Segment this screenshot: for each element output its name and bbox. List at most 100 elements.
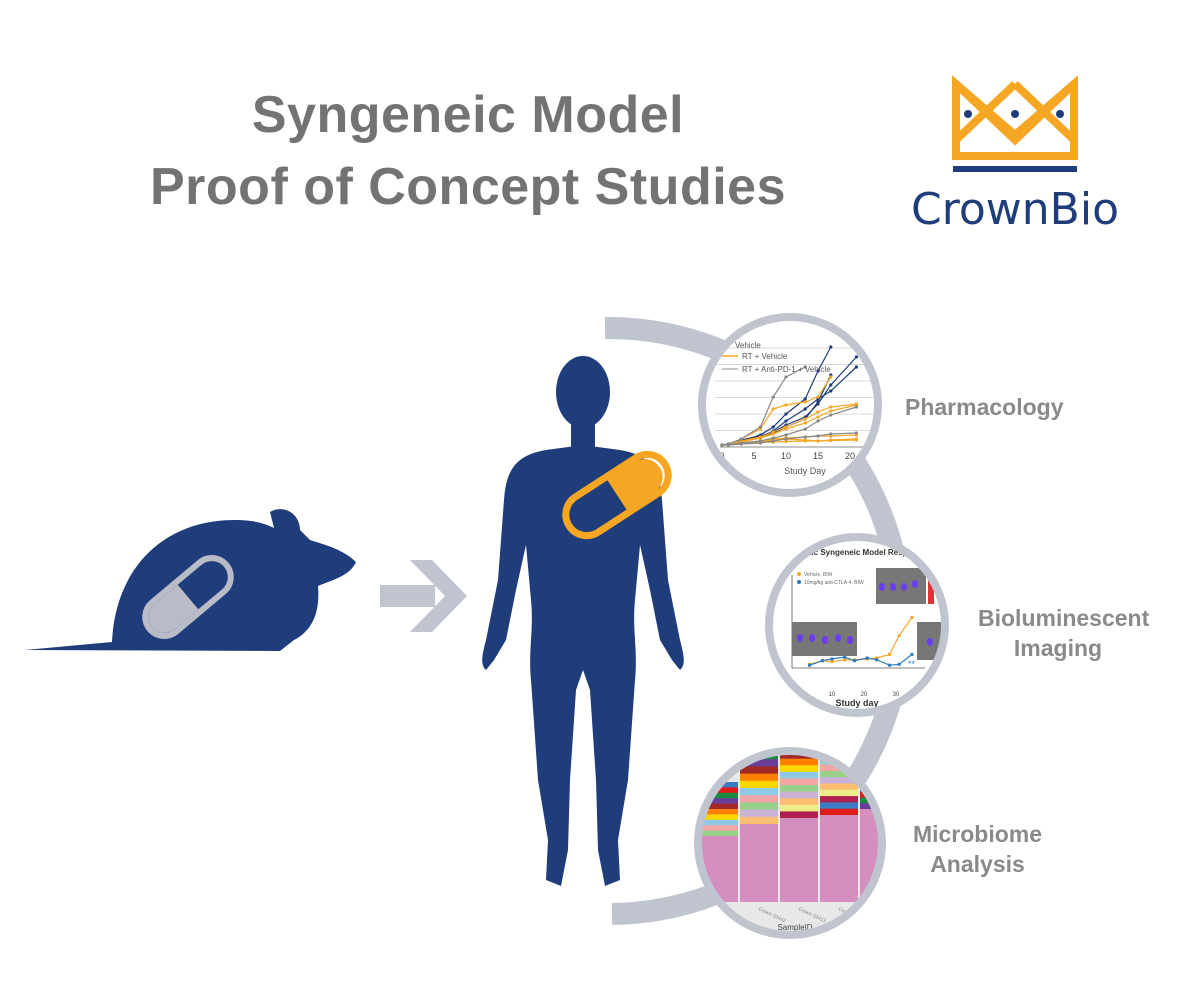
stack-segment: [860, 797, 880, 804]
stack-segment: [700, 819, 738, 826]
series-line: [721, 403, 857, 446]
data-point: [739, 442, 743, 446]
data-point: [771, 407, 775, 411]
stack-segment: [700, 803, 738, 810]
label-line-1: Microbiome: [912, 821, 1043, 847]
micro-xlabel: SampleID: [777, 923, 812, 932]
data-point: [897, 634, 901, 637]
data-point: [830, 660, 834, 664]
stack-segment: [820, 802, 858, 810]
step-label-microbiome-analysis: Microbiome Analysis: [900, 819, 1055, 879]
data-point: [771, 436, 775, 440]
series-line: [722, 432, 857, 446]
bioluminescence-spot: [822, 636, 828, 644]
data-point: [875, 658, 879, 662]
data-point: [784, 403, 788, 407]
data-point: [854, 355, 859, 359]
data-point: [910, 616, 914, 619]
data-point: [829, 438, 833, 443]
crownbio-logo: CrownBio: [911, 75, 1119, 235]
data-point: [771, 430, 775, 434]
data-point: [808, 663, 812, 667]
stack-segment: [820, 815, 858, 902]
stack-segment: [780, 771, 818, 779]
data-point: [816, 395, 820, 399]
bio-chart-title: -luc Syngeneic Model Response: [804, 548, 927, 557]
title-line-1: Syngeneic Model: [251, 86, 685, 144]
stack-segment: [700, 798, 738, 805]
step-label-bioluminescent-imaging: Bioluminescent Imaging: [978, 603, 1150, 663]
data-point: [910, 652, 914, 656]
bioluminescence-chart-thumbnail: -luc Syngeneic Model Response Vehicle, B…: [765, 533, 949, 717]
step-label-pharmacology: Pharmacology: [905, 394, 1064, 420]
stack-segment: [780, 778, 818, 786]
stack-segment: [900, 785, 940, 792]
x-tick-label: 10: [829, 692, 836, 698]
mouse-pill-icon: [142, 555, 234, 639]
data-point: [726, 443, 731, 447]
stack-segment: [740, 816, 778, 825]
pharm-legend: Vehicle RT + Vehicle RT + Anti-PD-1 + Ve…: [722, 341, 831, 374]
data-point: [897, 662, 901, 666]
data-point: [784, 425, 788, 429]
data-point: [829, 405, 833, 409]
bioluminescence-spot: [890, 583, 896, 591]
bioluminescence-spot: [879, 583, 885, 591]
data-point: [803, 365, 807, 369]
data-point: [803, 421, 807, 425]
data-point: [758, 441, 763, 445]
data-point: [784, 419, 788, 423]
data-point: [854, 365, 859, 369]
x-tick-label: 30: [893, 692, 900, 698]
data-point: [816, 419, 820, 423]
data-point: [771, 439, 775, 443]
legend-label: Vehicle, BIW: [804, 572, 833, 578]
stack-segment: [700, 809, 738, 815]
stack-segment: [780, 785, 818, 793]
data-point: [771, 395, 775, 399]
data-point: [865, 656, 869, 660]
data-point: [830, 657, 834, 661]
legend-label: 10mg/kg anti-CTLA-4, BIW: [804, 580, 864, 586]
data-point: [852, 659, 856, 663]
bioluminescence-spot: [835, 634, 841, 642]
series-line: [721, 406, 857, 446]
stack-segment: [740, 802, 778, 811]
arrow-right-icon: [380, 560, 467, 632]
x-tick-label: 5: [751, 451, 756, 461]
data-point: [803, 397, 807, 401]
data-point: [803, 407, 807, 411]
data-point: [875, 656, 879, 660]
data-point: [784, 375, 788, 379]
data-point: [888, 663, 892, 667]
stack-segment: [900, 765, 940, 772]
label-line-1: Bioluminescent: [978, 605, 1150, 631]
stack-segment: [740, 780, 778, 789]
stack-segment: [820, 783, 858, 791]
color-scale-bar: [928, 568, 934, 604]
stack-segment: [820, 777, 858, 784]
data-point: [784, 439, 788, 444]
legend-label: RT + Anti-PD-1 + Vehicle: [742, 365, 831, 374]
stack-segment: [900, 778, 940, 785]
data-point: [803, 439, 807, 443]
treated-line: [809, 653, 913, 666]
logo-text: CrownBio: [911, 184, 1119, 235]
stack-segment: [740, 824, 778, 902]
data-point: [820, 659, 824, 663]
data-point: [816, 410, 820, 414]
data-point: [784, 412, 788, 416]
bio-xlabel: Study day: [835, 698, 878, 708]
data-point: [843, 658, 847, 662]
stack-segment: [780, 753, 818, 760]
human-silhouette: [482, 356, 684, 886]
data-point: [771, 425, 775, 429]
stack-segment: [740, 788, 778, 796]
stack-segment: [820, 796, 858, 803]
data-point: [829, 413, 833, 417]
data-point: [803, 417, 807, 421]
capsule-pill-icon: [562, 450, 672, 540]
bioluminescence-spot: [901, 583, 907, 591]
pharmacology-chart-thumbnail: Vehicle RT + Vehicle RT + Anti-PD-1 + Ve…: [698, 313, 882, 497]
data-point: [803, 400, 807, 404]
